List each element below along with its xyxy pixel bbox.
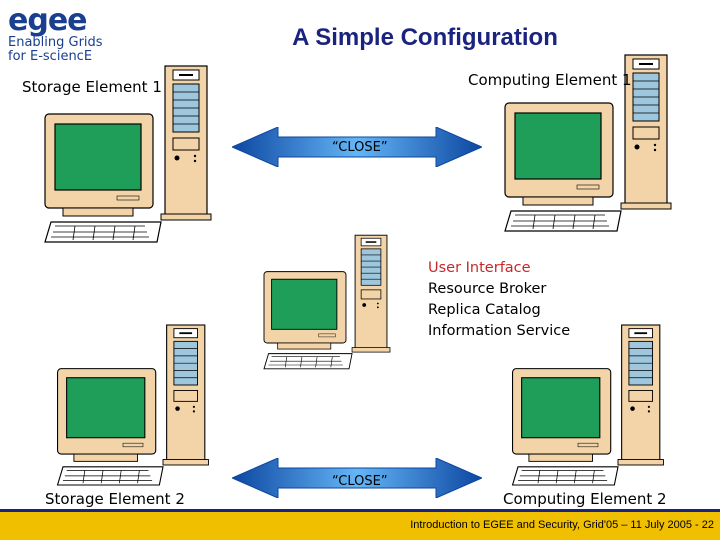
close-label-top: “CLOSE” [332, 140, 388, 155]
storage-element-2-label: Storage Element 2 [45, 490, 185, 508]
user-interface-computer-icon [263, 234, 391, 370]
services-list: User Interface Resource Broker Replica C… [428, 258, 570, 342]
footer-bar [0, 512, 720, 540]
computing-element-2-label: Computing Element 2 [503, 490, 667, 508]
computing-element-2-computer-icon [511, 324, 665, 486]
service-user-interface: User Interface [428, 260, 531, 276]
logo-line-2: for E-sciencE [8, 49, 93, 64]
footer-text: Introduction to EGEE and Security, Grid'… [410, 519, 714, 531]
storage-element-1-label: Storage Element 1 [22, 78, 162, 96]
computing-element-1-label: Computing Element 1 [468, 71, 632, 89]
footer-divider [0, 509, 720, 512]
close-label-bottom: “CLOSE” [332, 474, 388, 489]
logo-line-1: Enabling Grids [8, 35, 103, 50]
close-arrow-top [232, 127, 482, 167]
close-arrow-bottom [232, 458, 482, 498]
service-information-service: Information Service [428, 323, 571, 339]
page-title: A Simple Configuration [292, 24, 558, 51]
service-resource-broker: Resource Broker [428, 281, 547, 297]
logo-word: egee [8, 3, 88, 38]
service-replica-catalog: Replica Catalog [428, 302, 541, 318]
egee-logo: egee Enabling Grids for E-sciencE [8, 6, 133, 72]
storage-element-2-computer-icon [56, 324, 210, 486]
